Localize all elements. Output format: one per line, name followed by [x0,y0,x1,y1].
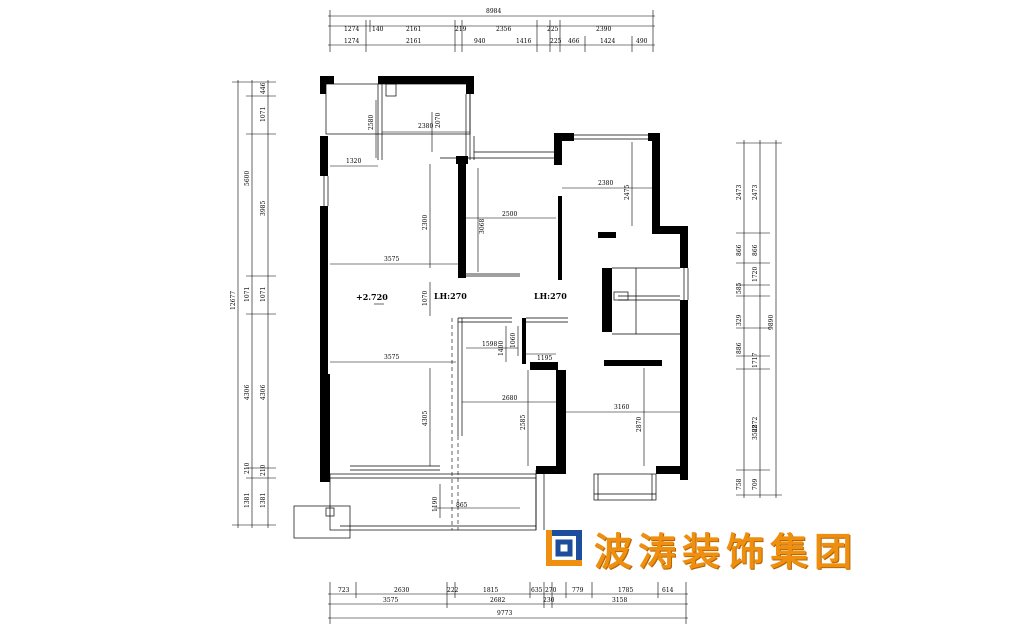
room-dim: 2680 [502,395,517,402]
room-dim: 2070 [435,113,442,128]
internal-dimension-lines [330,100,680,518]
top-dim: 1424 [600,38,615,45]
level-tag-living: LH:270 [434,291,467,301]
room-dim: 4305 [422,411,429,426]
top-dim: 2390 [596,26,611,33]
right-dimension-chain: 2473 866 585 329 886 758 2473 866 1720 1… [736,140,782,498]
right-dim: 2473 [752,185,759,200]
right-dim: 866 [736,244,743,256]
logo-mark-icon [546,530,582,566]
left-dimension-chain: 12677 5600 4306 1071 210 1381 446 1071 3… [230,80,276,528]
internal-dimensions: 2580 2380 2070 1320 2300 3575 1070 3575 … [346,113,643,512]
left-dim: 4306 [260,385,267,400]
bottom-dim: 2682 [490,597,505,604]
bottom-dim: 1815 [483,587,498,594]
bottom-dim: 779 [572,587,584,594]
top-dim: 1416 [516,38,531,45]
left-total-dim: 12677 [230,291,237,310]
room-dim: 2500 [502,211,517,218]
top-dim: 225 [550,38,562,45]
left-dim: 446 [260,82,267,94]
left-dim: 3985 [260,201,267,216]
room-dim: 865 [456,502,468,509]
room-dim: 2585 [520,415,527,430]
bottom-dim: 3158 [612,597,627,604]
bottom-dimension-chain: 723 2630 222 1815 635 270 779 1785 614 3… [328,582,688,624]
top-dim: 140 [372,26,384,33]
bottom-dim: 270 [545,587,557,594]
bottom-dim: 635 [531,587,543,594]
top-dimension-chain: 8984 1274 140 2161 219 2356 225 2390 127… [328,8,655,52]
top-dim: 219 [455,26,467,33]
bottom-dim: 222 [447,587,459,594]
room-dim: 3160 [614,404,629,411]
elevation-label: +2.720 [356,292,388,302]
bottom-dim: 2630 [394,587,409,594]
bottom-dim: 230 [543,597,555,604]
top-dim: 2161 [406,38,421,45]
bottom-dim: 723 [338,587,350,594]
left-dim: 1071 [260,107,267,122]
room-dim: 2580 [368,115,375,130]
room-dim: 2870 [636,417,643,432]
left-dim: 1071 [260,287,267,302]
company-logo: 波涛装饰集团 [544,523,859,574]
top-dim: 225 [547,26,559,33]
left-dim: 5600 [244,171,251,186]
left-dim: 210 [244,462,251,474]
room-dim: 3068 [479,219,486,234]
room-dim: 1070 [422,291,429,306]
right-dim: 2473 [736,185,743,200]
room-dim: 2475 [624,185,631,200]
logo-text: 波涛装饰集团 [594,529,859,574]
thin-lines [293,83,689,539]
right-dim: 709 [752,478,759,490]
right-dim: 3582 [752,425,759,440]
walls [320,76,688,482]
bottom-total-dim: 9773 [497,610,512,617]
right-dim: 886 [736,342,743,354]
room-dim: 3575 [384,256,399,263]
top-total-dim: 8984 [486,8,501,15]
room-dim: 1320 [346,158,361,165]
right-total-dim: 9890 [768,315,775,330]
top-dim: 466 [568,38,580,45]
room-dim: 1598 [482,341,497,348]
left-dim: 1381 [244,493,251,508]
top-dim: 1274 [344,26,359,33]
left-dim: 1381 [260,493,267,508]
room-dim: 1060 [510,333,517,348]
top-dim: 490 [636,38,648,45]
right-dim: 866 [752,244,759,256]
right-dim: 1717 [752,353,759,368]
room-dim: 2380 [418,123,433,130]
room-dim: 1400 [498,341,505,356]
top-dim: 2161 [406,26,421,33]
room-dim: 1190 [432,497,439,512]
room-dim: 1195 [537,355,552,362]
right-dim: 329 [736,314,743,326]
bottom-dim: 614 [662,587,674,594]
room-dim: 3575 [384,354,399,361]
right-dim: 585 [736,282,743,294]
left-dim: 210 [260,464,267,476]
top-dim: 1274 [344,38,359,45]
room-dim: 2380 [598,180,613,187]
bottom-dim: 3575 [383,597,398,604]
top-dim: 940 [474,38,486,45]
bottom-dim: 1785 [618,587,633,594]
left-dim: 1071 [244,287,251,302]
level-tag-corridor: LH:270 [534,291,567,301]
right-dim: 2872 [752,417,759,432]
right-dim: 1720 [752,267,759,282]
left-dim: 4306 [244,385,251,400]
room-dim: 2300 [422,215,429,230]
top-dim: 2356 [496,26,511,33]
right-dim: 758 [736,478,743,490]
